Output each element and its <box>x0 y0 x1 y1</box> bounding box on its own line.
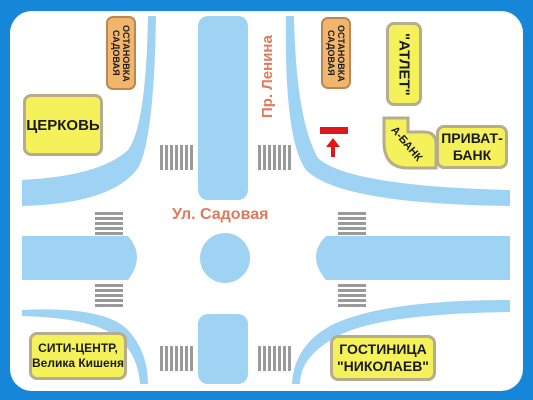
privatbank-line-2: БАНК <box>452 147 492 163</box>
block-top-left <box>22 16 156 206</box>
crosswalk-north-right <box>258 145 291 170</box>
bus-stop-right: ОСТАНОВКА САДОВАЯ <box>321 17 351 89</box>
street-label-sadovaya: Ул. Садовая <box>172 206 269 223</box>
city-center-line-1: СИТИ-ЦЕНТР, <box>38 341 118 355</box>
landmark-hotel-nikolaev: ГОСТИНИЦА "НИКОЛАЕВ" <box>330 335 436 381</box>
city-center-line-2: Велика Кишеня <box>32 356 124 370</box>
crosswalk-south-right <box>258 346 291 371</box>
crosswalk-south-left <box>160 346 193 371</box>
roundabout-island <box>200 233 250 283</box>
crosswalk-east-bottom <box>338 284 366 307</box>
arrow-up-icon <box>326 138 340 157</box>
crosswalk-west-bottom <box>95 284 123 307</box>
hotel-line-1: ГОСТИНИЦА <box>339 341 427 357</box>
median-east <box>316 236 510 280</box>
street-label-lenina: Пр. Ленина <box>259 35 276 118</box>
crosswalk-east-top <box>338 212 366 235</box>
median-south <box>198 314 248 384</box>
no-entry-sign-icon <box>320 127 348 134</box>
crosswalk-north-left <box>160 145 193 170</box>
landmark-city-center: СИТИ-ЦЕНТР, Велика Кишеня <box>29 332 127 380</box>
bus-stop-left: ОСТАНОВКА САДОВАЯ <box>106 16 136 90</box>
landmark-church: ЦЕРКОВЬ <box>23 94 103 156</box>
block-bottom-right <box>292 300 510 384</box>
median-west <box>22 236 137 280</box>
map-area <box>10 11 523 391</box>
median-north <box>198 16 248 200</box>
privatbank-line-1: ПРИВАТ- <box>441 130 503 146</box>
hotel-line-2: "НИКОЛАЕВ" <box>337 358 429 374</box>
crosswalk-west-top <box>95 212 123 235</box>
landmark-atlet: "АТЛЕТ" <box>386 22 422 106</box>
landmark-privatbank: ПРИВАТ- БАНК <box>436 125 508 169</box>
